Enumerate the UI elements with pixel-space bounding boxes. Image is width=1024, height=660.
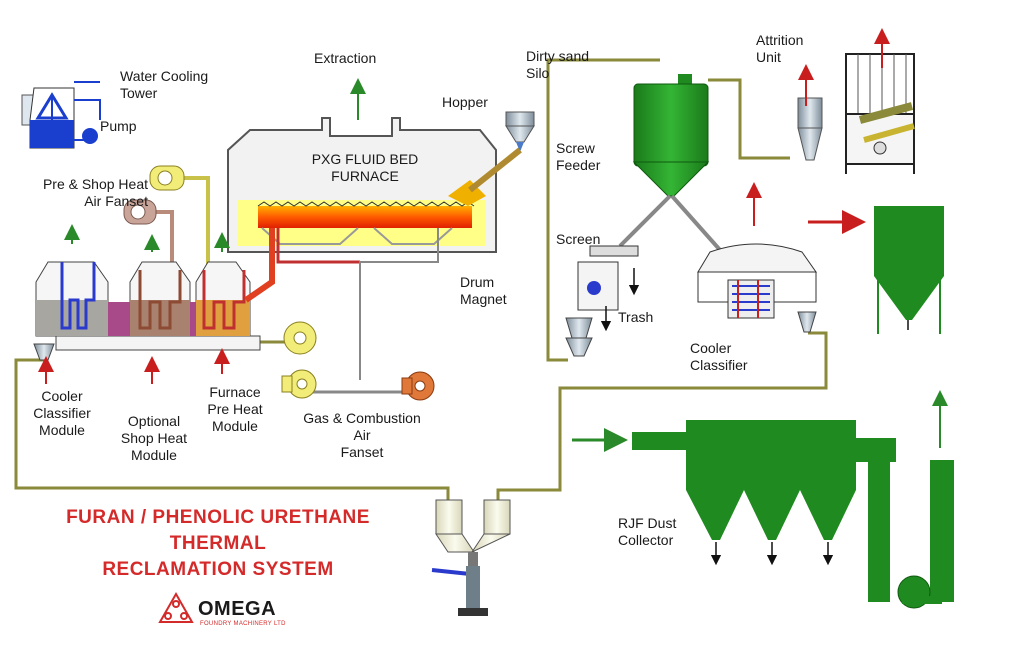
pipe-silo-to-attrition	[708, 78, 790, 160]
title-line-1: FURAN / PHENOLIC URETHANE	[66, 507, 370, 528]
clean-sand-silo	[874, 206, 944, 334]
pre-shop-heat-fanset	[123, 165, 210, 268]
pipe-classifier-to-storage	[496, 331, 828, 500]
attrition-unit	[797, 53, 915, 174]
gas-combustion-fanset	[281, 321, 435, 401]
screen-drum-magnet	[565, 245, 639, 357]
omega-logo-icon	[158, 591, 194, 623]
storage-hoppers	[431, 499, 511, 616]
diagram-title: FURAN / PHENOLIC URETHANE THERMAL RECLAM…	[18, 505, 418, 583]
logo-name: OMEGA	[198, 598, 277, 620]
dirty-sand-silo	[618, 74, 722, 252]
heat-modules	[33, 261, 261, 361]
hopper	[468, 111, 535, 193]
logo-subtitle: FOUNDRY MACHINERY LTD	[200, 621, 286, 627]
pipe-silo-loop	[546, 58, 660, 362]
water-cooling-tower	[21, 81, 101, 149]
rjf-dust-collector	[632, 420, 954, 609]
cooler-classifier-unit	[697, 243, 817, 333]
title-line-3: RECLAMATION SYSTEM	[102, 559, 334, 580]
pipe-cooler-to-storage	[14, 358, 450, 500]
flow-arrows	[38, 28, 948, 566]
title-line-2: THERMAL	[169, 533, 267, 554]
